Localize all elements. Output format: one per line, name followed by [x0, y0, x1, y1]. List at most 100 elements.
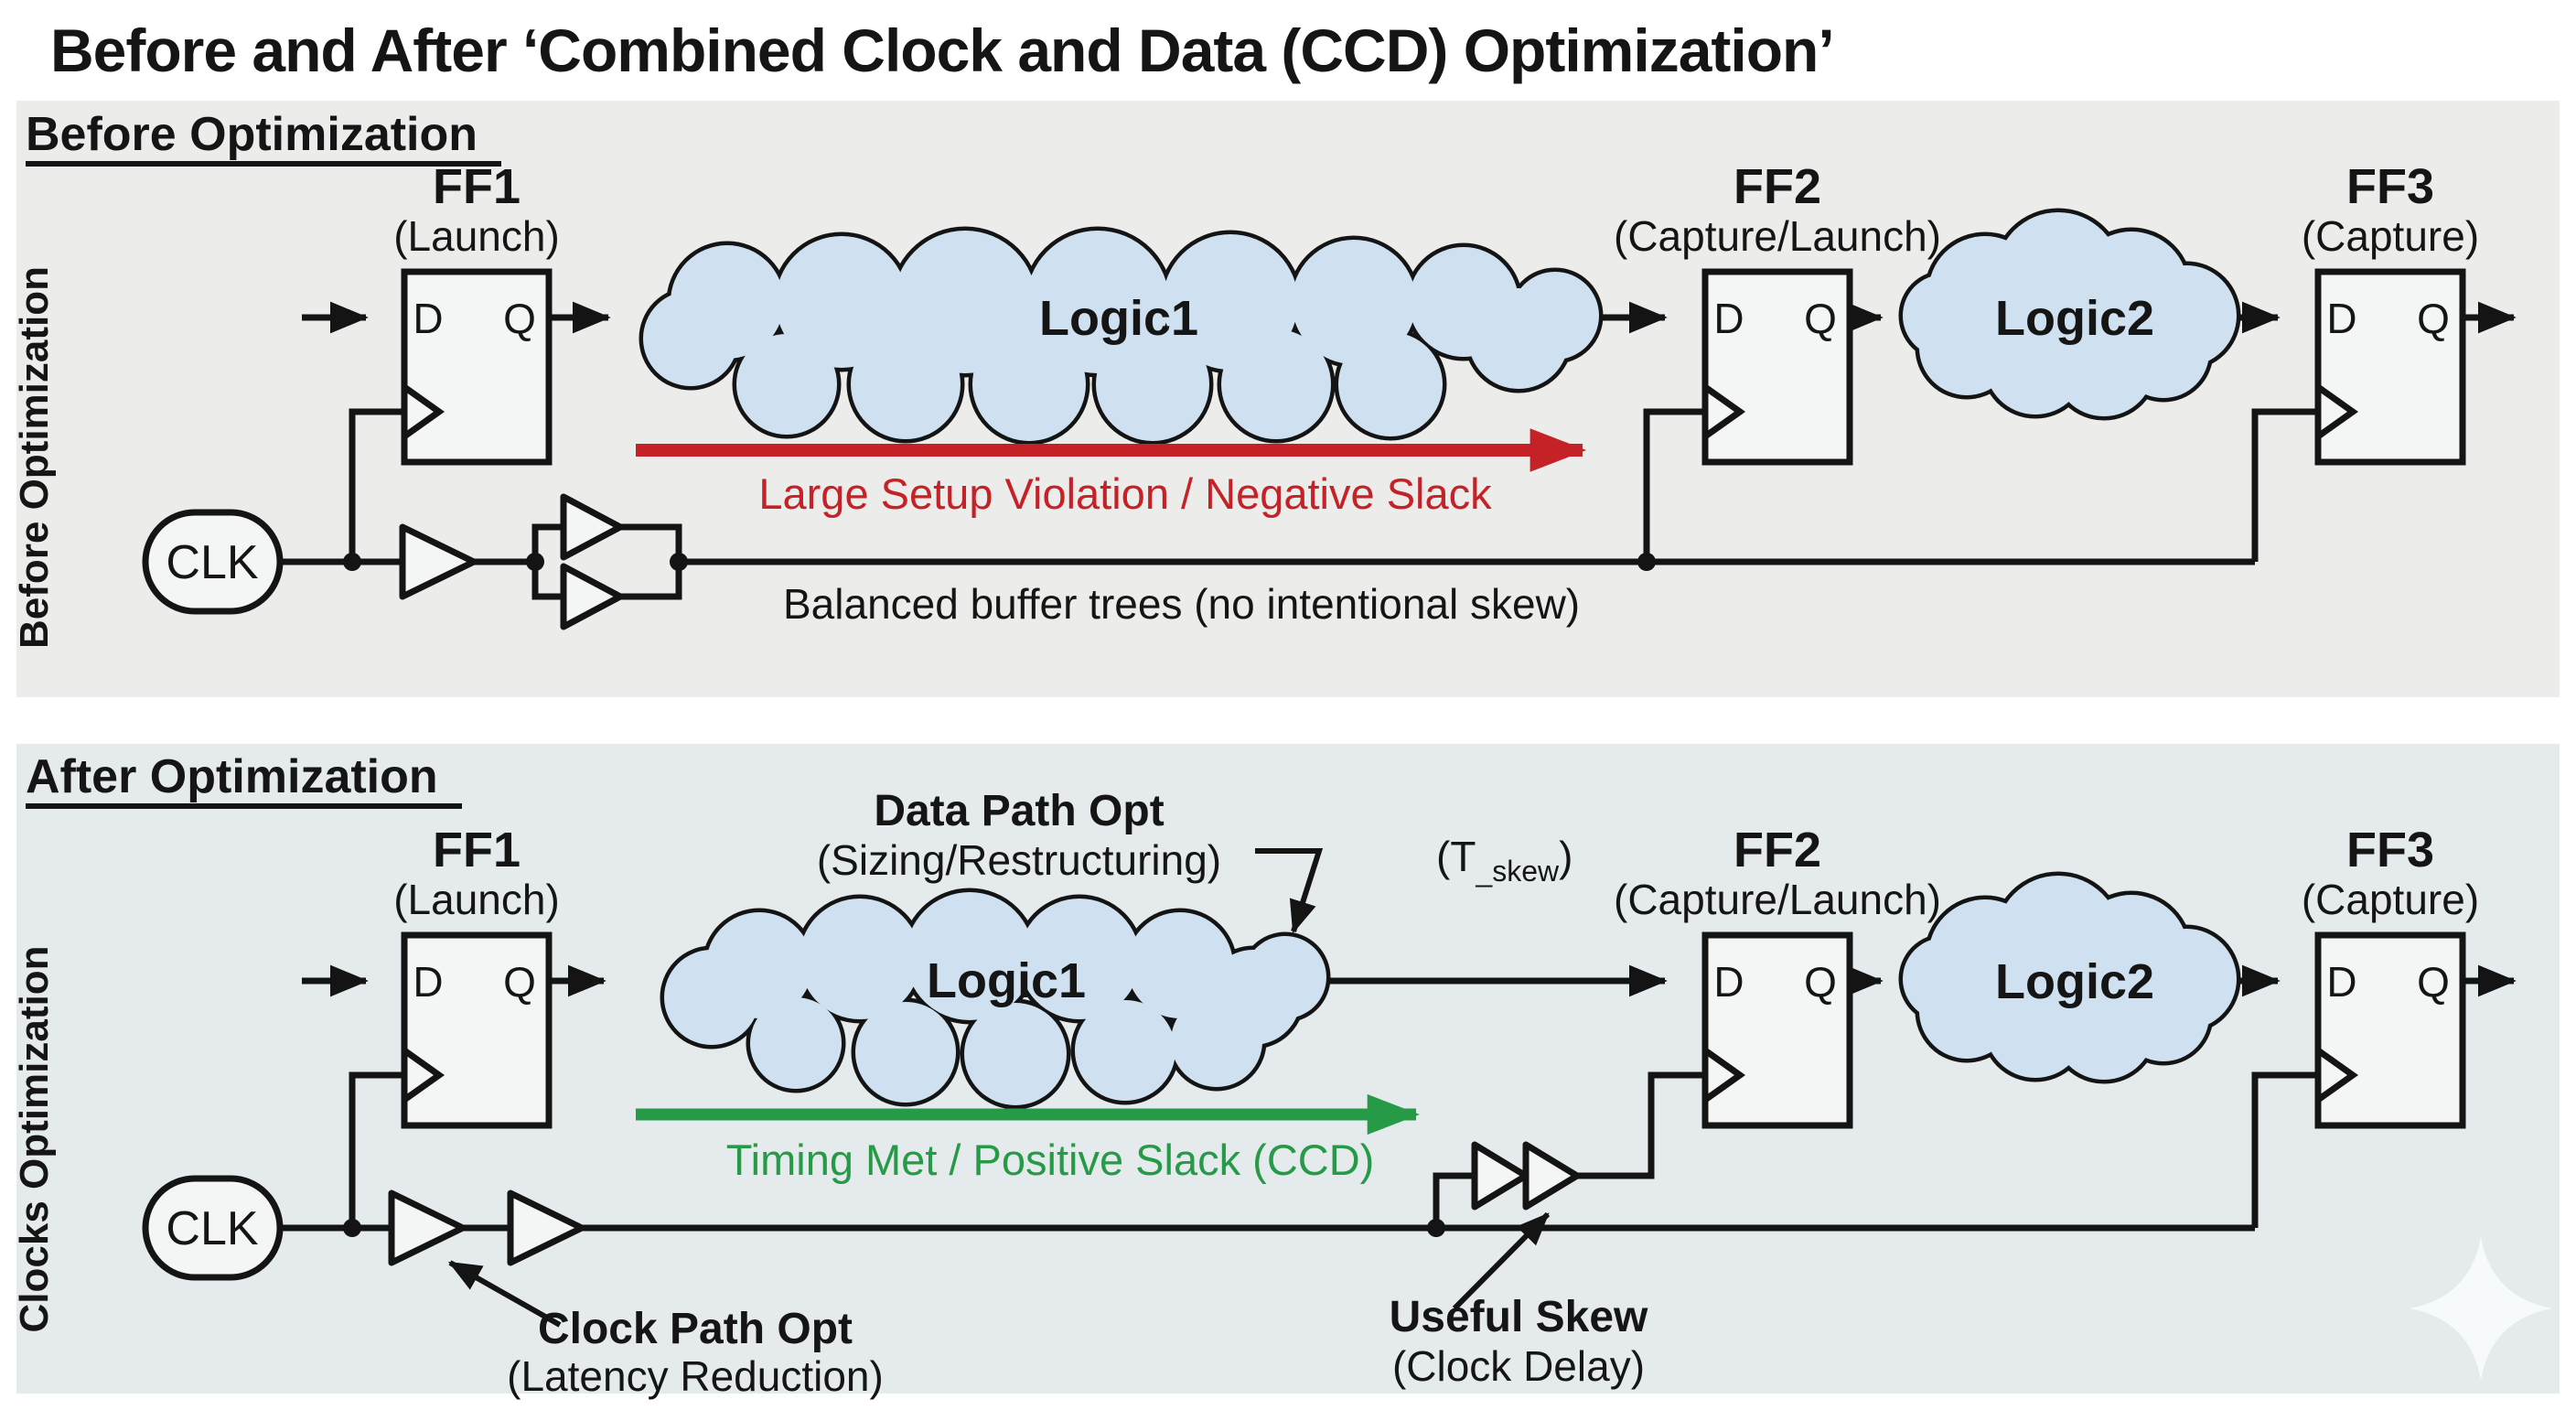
cloud-bump [1221, 329, 1331, 439]
after-logic1-cloud [660, 888, 1331, 1110]
after-ff1-clock-branch [349, 1071, 404, 1228]
after-clk-source [142, 1175, 284, 1281]
clock-pin-icon [1702, 1048, 1746, 1103]
useful-skew-subtitle: (Clock Delay) [1392, 1342, 1645, 1390]
useful-skew-buffer1-icon [1471, 1141, 1530, 1211]
after-ff1: FF1 (Launch) D Q [393, 823, 560, 1129]
ff-box [401, 931, 553, 1129]
before-clk-label: CLK [166, 536, 258, 589]
ff-name: FF2 [1733, 823, 1821, 877]
after-clock-buffer1-icon [388, 1189, 467, 1266]
cloud-bump [851, 329, 961, 439]
after-heading: After Optimization [26, 750, 438, 803]
ff-q-pin: Q [1804, 958, 1837, 1006]
cloud-bump [776, 236, 907, 368]
clock-pin-icon [402, 1048, 445, 1103]
after-clock-buffer2-icon [507, 1189, 585, 1266]
before-top-buffer-icon [560, 493, 624, 561]
after-logic2-label: Logic2 [1995, 954, 2154, 1009]
ff-role: (Capture/Launch) [1614, 212, 1941, 260]
before-bottom-branch-wire [531, 562, 564, 600]
after-panel [16, 744, 2560, 1394]
data-path-opt-title: Data Path Opt [874, 787, 1164, 835]
before-junction-dot [343, 553, 361, 571]
ff-d-pin: D [2326, 958, 2356, 1006]
ff-name: FF3 [2346, 159, 2434, 214]
cloud-bump [800, 899, 920, 1019]
ff-q-pin: Q [503, 295, 536, 342]
clock-pin-icon [402, 384, 445, 439]
after-side-label: Clocks Optimization [12, 946, 57, 1333]
after-ff2-clock-branch [1577, 1071, 1705, 1179]
ff-q-pin: Q [2417, 958, 2450, 1006]
useful-skew-title: Useful Skew [1390, 1293, 1648, 1341]
after-ff2: FF2 (Capture/Launch) D Q [1614, 823, 1941, 1129]
before-ff1-clock-branch [349, 408, 404, 562]
before-ff2: FF2 (Capture/Launch) D Q [1614, 159, 1941, 466]
before-top-branch-wire [531, 523, 564, 562]
cloud-bump [736, 334, 837, 435]
before-heading: Before Optimization [26, 108, 478, 161]
data-path-opt-subtitle: (Sizing/Restructuring) [817, 836, 1221, 884]
ff-name: FF1 [433, 159, 521, 214]
cloud-bump [750, 997, 842, 1089]
ff-d-pin: D [413, 958, 443, 1006]
clock-path-opt-title: Clock Path Opt [538, 1305, 853, 1353]
ff-d-pin: D [1713, 295, 1744, 342]
after-ff3: FF3 (Capture) D Q [2302, 823, 2479, 1129]
ff-box [1701, 268, 1853, 466]
cloud-bump [906, 892, 1034, 1020]
ff-name: FF2 [1733, 159, 1821, 214]
after-skew-branch-wire [1433, 1172, 1475, 1228]
before-ff3: FF3 (Capture) D Q [2302, 159, 2479, 466]
after-logic1-label: Logic1 [927, 953, 1086, 1008]
before-side-label: Before Optimization [12, 266, 57, 649]
cloud-bump [2118, 970, 2209, 1061]
cloud-bump [972, 328, 1086, 441]
before-ff3-clock-branch [2251, 408, 2318, 562]
before-logic1-label: Logic1 [1039, 291, 1198, 346]
cloud-bump [664, 950, 759, 1045]
ff-role: (Capture/Launch) [1614, 876, 1941, 923]
figure-title: Before and After ‘Combined Clock and Dat… [50, 16, 1834, 84]
ff-box [401, 268, 553, 466]
ff-role: (Capture) [2302, 212, 2479, 260]
cloud-bump [1075, 1000, 1175, 1101]
before-clk-source [142, 509, 284, 615]
before-logic2-label: Logic2 [1995, 291, 2154, 346]
ff-box [2314, 931, 2466, 1129]
before-ff2-clock-branch [1643, 408, 1705, 562]
before-top-branch-wire [620, 523, 682, 562]
clock-pin-icon [1702, 384, 1746, 439]
balanced-buffers-note: Balanced buffer trees (no intentional sk… [783, 580, 1580, 628]
ff-d-pin: D [413, 295, 443, 342]
cloud-bump [1511, 272, 1599, 360]
ff-name: FF1 [433, 823, 521, 877]
before-logic2-cloud [1898, 208, 2241, 421]
cloud-bump [1096, 328, 1209, 441]
ff-q-pin: Q [1804, 295, 1837, 342]
ff-q-pin: Q [503, 958, 536, 1006]
before-bottom-branch-wire [620, 562, 682, 600]
cloud-bump [1244, 936, 1326, 1018]
ff-role: (Capture) [2302, 876, 2479, 923]
cloud-bump [1019, 899, 1140, 1019]
cloud-bump [1903, 274, 1985, 357]
ff-d-pin: D [2326, 295, 2356, 342]
ff-name: FF3 [2346, 823, 2434, 877]
ff-d-pin: D [1713, 958, 1744, 1006]
cloud-bump [855, 1002, 956, 1103]
ff-box [2314, 268, 2466, 466]
after-ff3-clock-branch [2251, 1071, 2318, 1228]
before-clock-buffer-icon [399, 523, 478, 600]
clock-path-opt-pointer-arrow [447, 1260, 562, 1328]
positive-slack-label: Timing Met / Positive Slack (CCD) [726, 1136, 1375, 1184]
tskew-label: (T_skew) [1436, 833, 1572, 888]
clock-path-opt-subtitle: (Latency Reduction) [507, 1352, 884, 1400]
setup-violation-label: Large Setup Violation / Negative Slack [758, 469, 1492, 518]
before-bottom-buffer-icon [560, 563, 624, 630]
after-junction-dot [343, 1219, 361, 1237]
cloud-bump [2118, 307, 2209, 398]
after-clk-label: CLK [166, 1202, 258, 1255]
